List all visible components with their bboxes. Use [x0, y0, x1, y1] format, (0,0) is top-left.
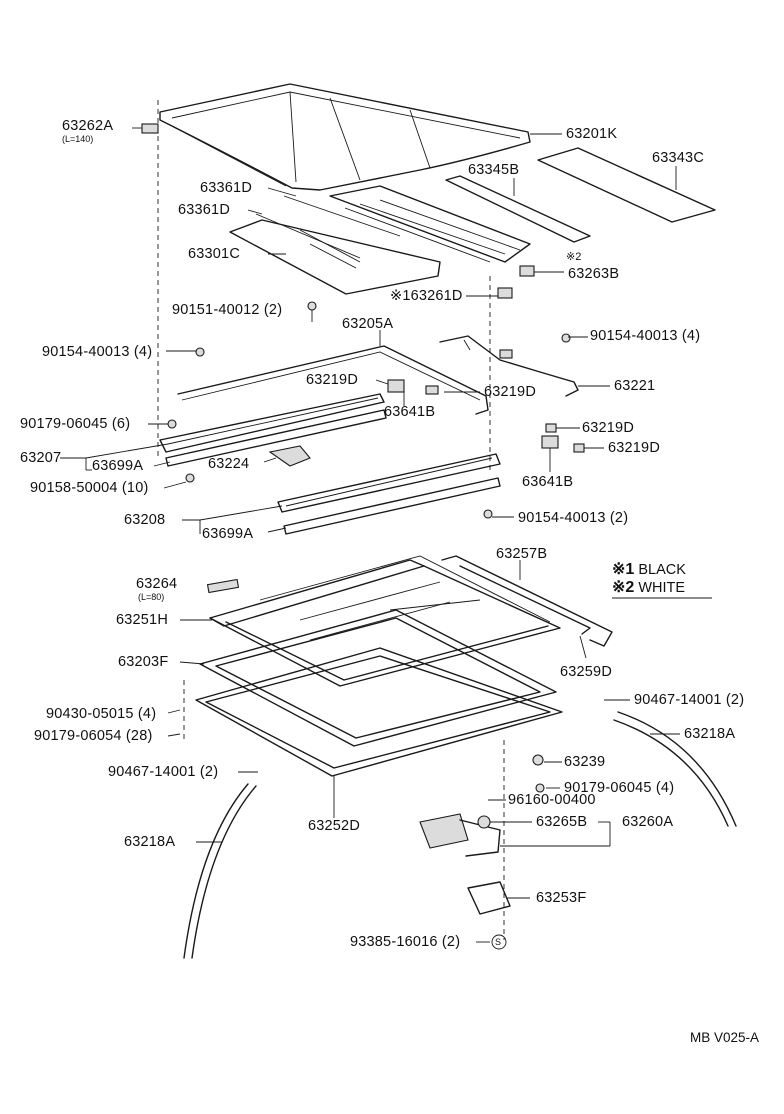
- bracket-63641B-lower: [541, 435, 559, 449]
- label-63361D-lower: 63361D: [178, 202, 230, 218]
- label-63205A: 63205A: [342, 316, 394, 332]
- drive-cable-63205A: [177, 345, 489, 415]
- weatherstrip-63257B: [441, 555, 613, 647]
- glass-panel-63201K: [159, 83, 531, 191]
- drain-hose-right: [617, 711, 737, 827]
- label-63252D: 63252D: [308, 818, 360, 834]
- label-63699A-lower: 63699A: [202, 526, 254, 542]
- legend-mark1-text: BLACK: [638, 562, 686, 578]
- label-90179-06045-6: 90179-06045 (6): [20, 416, 131, 432]
- label-90179-06054: 90179-06054 (28): [34, 728, 153, 744]
- frame-63203F: [199, 609, 557, 747]
- label-63259D: 63259D: [560, 664, 612, 680]
- label-63361D-upper: 63361D: [200, 180, 252, 196]
- label-63207: 63207: [20, 450, 62, 466]
- label-63641B-lower: 63641B: [522, 474, 574, 490]
- label-90151-40012: 90151-40012 (2): [172, 302, 283, 318]
- label-63218A-right: 63218A: [684, 726, 736, 742]
- frame-63251H: [209, 555, 561, 687]
- label-63343C: 63343C: [652, 150, 704, 166]
- label-63265B: 63265B: [536, 814, 588, 830]
- label-90154-40013-right: 90154-40013 (4): [590, 328, 701, 344]
- label-63201K: 63201K: [566, 126, 618, 142]
- label-63264-length: (L=80): [138, 592, 165, 602]
- rail-63207: [159, 393, 387, 467]
- leader-lines: [60, 127, 680, 943]
- label-63239: 63239: [564, 754, 606, 770]
- label-63263B: 63263B: [568, 266, 620, 282]
- label-63262A-length: (L=140): [62, 134, 94, 144]
- label-93385-16016: 93385-16016 (2): [350, 934, 461, 950]
- label-63253F: 63253F: [536, 890, 587, 906]
- label-63260A: 63260A: [622, 814, 674, 830]
- label-63219D-a: 63219D: [306, 372, 358, 388]
- label-90467-14001-right: 90467-14001 (2): [634, 692, 745, 708]
- sunshade-assembly-63301C: [229, 185, 535, 299]
- label-90467-14001-left: 90467-14001 (2): [108, 764, 219, 780]
- label-63251H: 63251H: [116, 612, 168, 628]
- label-63224: 63224: [208, 456, 250, 472]
- motor-63260A: [419, 754, 545, 915]
- label-90154-40013-left: 90154-40013 (4): [42, 344, 153, 360]
- seal-63252D: [195, 647, 563, 777]
- label-163261D: ※163261D: [390, 288, 463, 304]
- legend-mark1: ※1: [612, 561, 635, 578]
- pad-63264: [206, 578, 240, 594]
- label-90154-40013-2: 90154-40013 (2): [518, 510, 629, 526]
- legend-row-black: ※1 BLACK: [612, 561, 686, 579]
- label-mark2-small: ※2: [566, 251, 582, 263]
- label-63219D-d: 63219D: [608, 440, 660, 456]
- rail-63208: [277, 453, 501, 535]
- bracket-63641B-upper: [387, 379, 405, 393]
- fasteners: [167, 301, 571, 519]
- label-63641B-upper: 63641B: [384, 404, 436, 420]
- label-63345B: 63345B: [468, 162, 520, 178]
- label-63221: 63221: [614, 378, 656, 394]
- label-63257B: 63257B: [496, 546, 548, 562]
- label-63262A: 63262A: [62, 118, 114, 134]
- label-90179-06045-4: 90179-06045 (4): [564, 780, 675, 796]
- harness-63221: [439, 335, 579, 397]
- standard-part-circle: [491, 934, 507, 950]
- legend-mark2-text: WHITE: [638, 580, 686, 596]
- label-90430-05015: 90430-05015 (4): [46, 706, 157, 722]
- label-63219D-b: 63219D: [484, 384, 536, 400]
- label-63301C: 63301C: [188, 246, 240, 262]
- label-63203F: 63203F: [118, 654, 169, 670]
- label-63264: 63264: [136, 576, 178, 592]
- label-63699A-upper: 63699A: [92, 458, 144, 474]
- label-90158-50004: 90158-50004 (10): [30, 480, 149, 496]
- strip-63345B: [445, 175, 591, 243]
- pad-63262A: [141, 123, 159, 134]
- legend-row-white: ※2 WHITE: [612, 579, 686, 597]
- drain-hose-left: [183, 783, 249, 959]
- label-63219D-c: 63219D: [582, 420, 634, 436]
- diagram-code: MB V025-A: [690, 1030, 760, 1045]
- label-96160-00400: 96160-00400: [508, 792, 596, 808]
- label-63208: 63208: [124, 512, 166, 528]
- label-s-mark: S: [495, 937, 502, 947]
- legend-mark2: ※2: [612, 579, 635, 596]
- label-63218A-left: 63218A: [124, 834, 176, 850]
- strip-63343C: [537, 147, 716, 223]
